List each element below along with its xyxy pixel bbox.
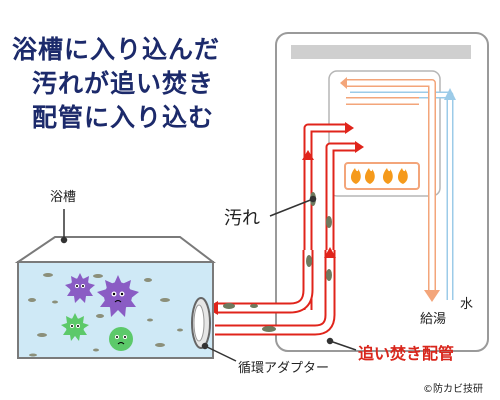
heading-line-2: 汚れが追い焚き bbox=[32, 69, 215, 98]
hot-water-outlet-arrow bbox=[424, 290, 440, 302]
germ-icon bbox=[61, 273, 139, 351]
heater-top-panel bbox=[291, 45, 471, 59]
cold-water-pipe bbox=[350, 88, 456, 300]
dirt-particle-icon bbox=[223, 192, 332, 332]
flame-icon bbox=[351, 168, 408, 184]
burner bbox=[344, 162, 420, 190]
reheat-pipes bbox=[206, 247, 336, 336]
credit-label: ©防カビ技研 bbox=[423, 384, 483, 395]
hot-water-pipe bbox=[340, 77, 440, 302]
water-label: 水 bbox=[460, 297, 474, 312]
adapter-label: 循環アダプター bbox=[238, 361, 330, 376]
leader-lines bbox=[60, 195, 357, 362]
heading-line-3: 配管に入り込む bbox=[32, 103, 215, 132]
circulation-adapter bbox=[191, 297, 211, 349]
dirt-particle-icon bbox=[28, 273, 183, 357]
hot-water-label: 給湯 bbox=[420, 312, 447, 327]
bathtub-label: 浴槽 bbox=[50, 190, 77, 205]
heading-line-1: 浴槽に入り込んだ bbox=[12, 35, 221, 64]
reheat-pipe-label: 追い焚き配管 bbox=[358, 344, 455, 363]
reheat-loop bbox=[302, 122, 364, 310]
dirt-label: 汚れ bbox=[224, 208, 260, 229]
